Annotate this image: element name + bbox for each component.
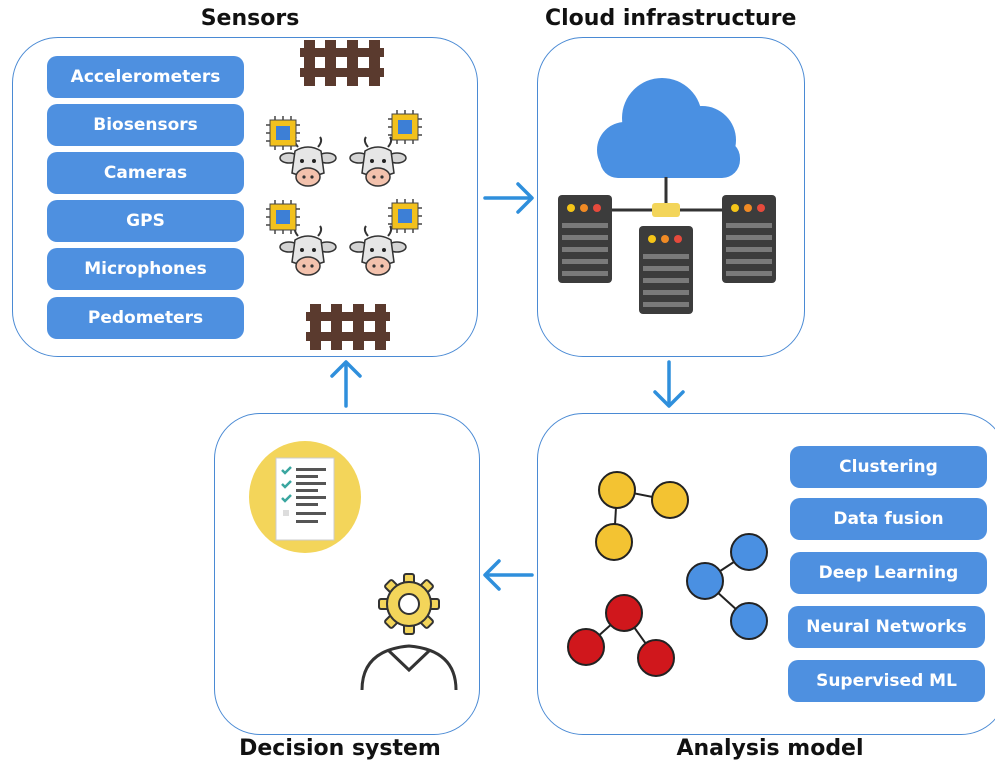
- gear-person-icon: [360, 573, 458, 691]
- analysis-item-neural-networks: Neural Networks: [788, 606, 985, 648]
- analysis-item-clustering: Clustering: [790, 446, 987, 488]
- server-icon: [722, 195, 776, 283]
- chip-icon: [265, 199, 301, 235]
- analysis-item-supervised-ml: Supervised ML: [788, 660, 985, 702]
- graph-node-icon: [567, 471, 768, 677]
- analysis-model-title: Analysis model: [676, 736, 864, 761]
- arrow-left-icon: [483, 559, 534, 591]
- arrow-up-icon: [330, 360, 362, 408]
- fence-icon-bottom: [306, 304, 390, 350]
- chip-icon: [387, 198, 423, 234]
- cow-icon: [349, 225, 407, 276]
- sensor-item-cameras: Cameras: [47, 152, 244, 194]
- sensors-title: Sensors: [200, 6, 300, 31]
- decision-system-title: Decision system: [239, 736, 441, 761]
- arrow-right-icon: [483, 182, 534, 214]
- sensor-item-accelerometers: Accelerometers: [47, 56, 244, 98]
- cloud-icon: [597, 78, 740, 178]
- sensor-item-biosensors: Biosensors: [47, 104, 244, 146]
- server-icon: [639, 226, 693, 314]
- sensor-item-pedometers: Pedometers: [47, 297, 244, 339]
- analysis-item-deep-learning: Deep Learning: [790, 552, 987, 594]
- sensor-item-microphones: Microphones: [47, 248, 244, 290]
- cow-icon: [279, 225, 337, 276]
- chip-icon: [265, 115, 301, 151]
- sensor-item-gps: GPS: [47, 200, 244, 242]
- cow-icon: [349, 136, 407, 187]
- server-icon: [558, 195, 612, 283]
- cloud-infrastructure-title: Cloud infrastructure: [545, 6, 797, 31]
- analysis-item-data-fusion: Data fusion: [790, 498, 987, 540]
- checklist-icon: [249, 441, 361, 553]
- fence-icon-top: [300, 40, 384, 86]
- arrow-down-icon: [653, 360, 685, 408]
- chip-icon: [387, 109, 423, 145]
